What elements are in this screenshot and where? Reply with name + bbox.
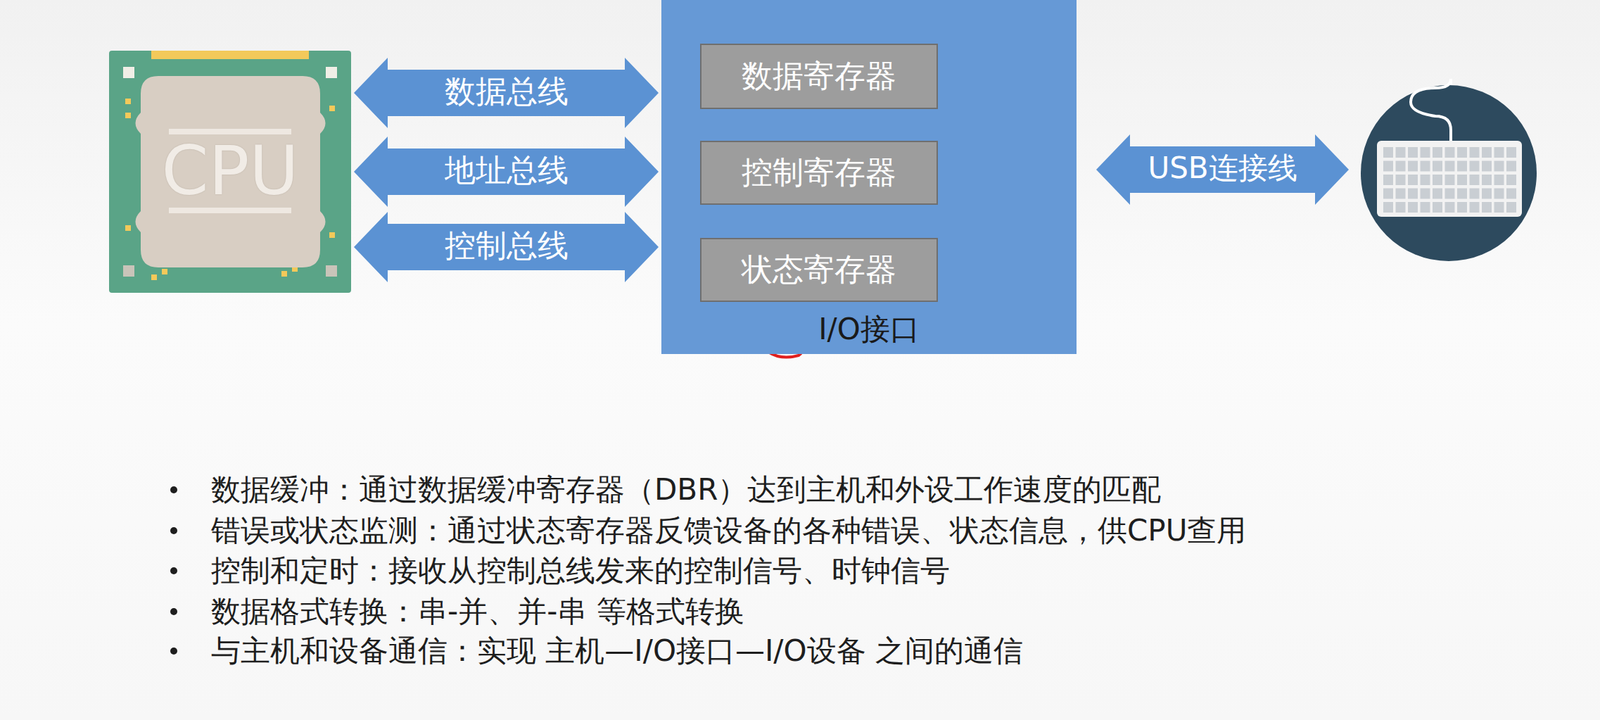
bus-arrow (353, 57, 659, 129)
register-box: 数据寄存器 (700, 43, 938, 110)
io-interface-box: I/O接口 数据寄存器控制寄存器状态寄存器 (661, 0, 1077, 354)
bullet-dot (170, 647, 178, 655)
bullet-dot (170, 567, 178, 575)
bullet-text: 错误或状态监测：通过状态寄存器反馈设备的各种错误、状态信息，供CPU查用 (211, 512, 1247, 549)
bullet-dot (170, 607, 178, 615)
bullet-text: 数据缓冲：通过数据缓冲寄存器（DBR）达到主机和外设工作速度的匹配 (211, 472, 1161, 508)
bullet-text: 数据格式转换：串-并、并-串 等格式转换 (211, 593, 745, 630)
bus-label: 控制总线 (444, 230, 569, 262)
register-box: 控制寄存器 (700, 140, 938, 205)
register-label: 控制寄存器 (741, 155, 897, 190)
keyboard-icon (1360, 78, 1537, 262)
bullet-text: 控制和定时：接收从控制总线发来的控制信号、时钟信号 (211, 553, 950, 589)
bullet-dot (170, 527, 178, 535)
bus-arrow (353, 136, 659, 207)
register-box: 状态寄存器 (700, 237, 938, 302)
usb-label: USB连接线 (1147, 153, 1297, 183)
usb-arrow (1096, 134, 1349, 205)
bullet-dot (170, 486, 178, 494)
interface-label: I/O接口 (818, 313, 920, 346)
bus-label: 数据总线 (444, 75, 569, 107)
register-label: 数据寄存器 (741, 59, 897, 93)
chip-label: CPU (161, 134, 299, 209)
bus-arrow (353, 211, 659, 283)
register-label: 状态寄存器 (741, 252, 897, 287)
cpu-chip (109, 50, 352, 293)
bus-label: 地址总线 (444, 154, 569, 186)
bullet-text: 与主机和设备通信：实现 主机—I/O接口—I/O设备 之间的通信 (211, 633, 1024, 669)
cpu-chip-box: CPU (109, 50, 352, 293)
